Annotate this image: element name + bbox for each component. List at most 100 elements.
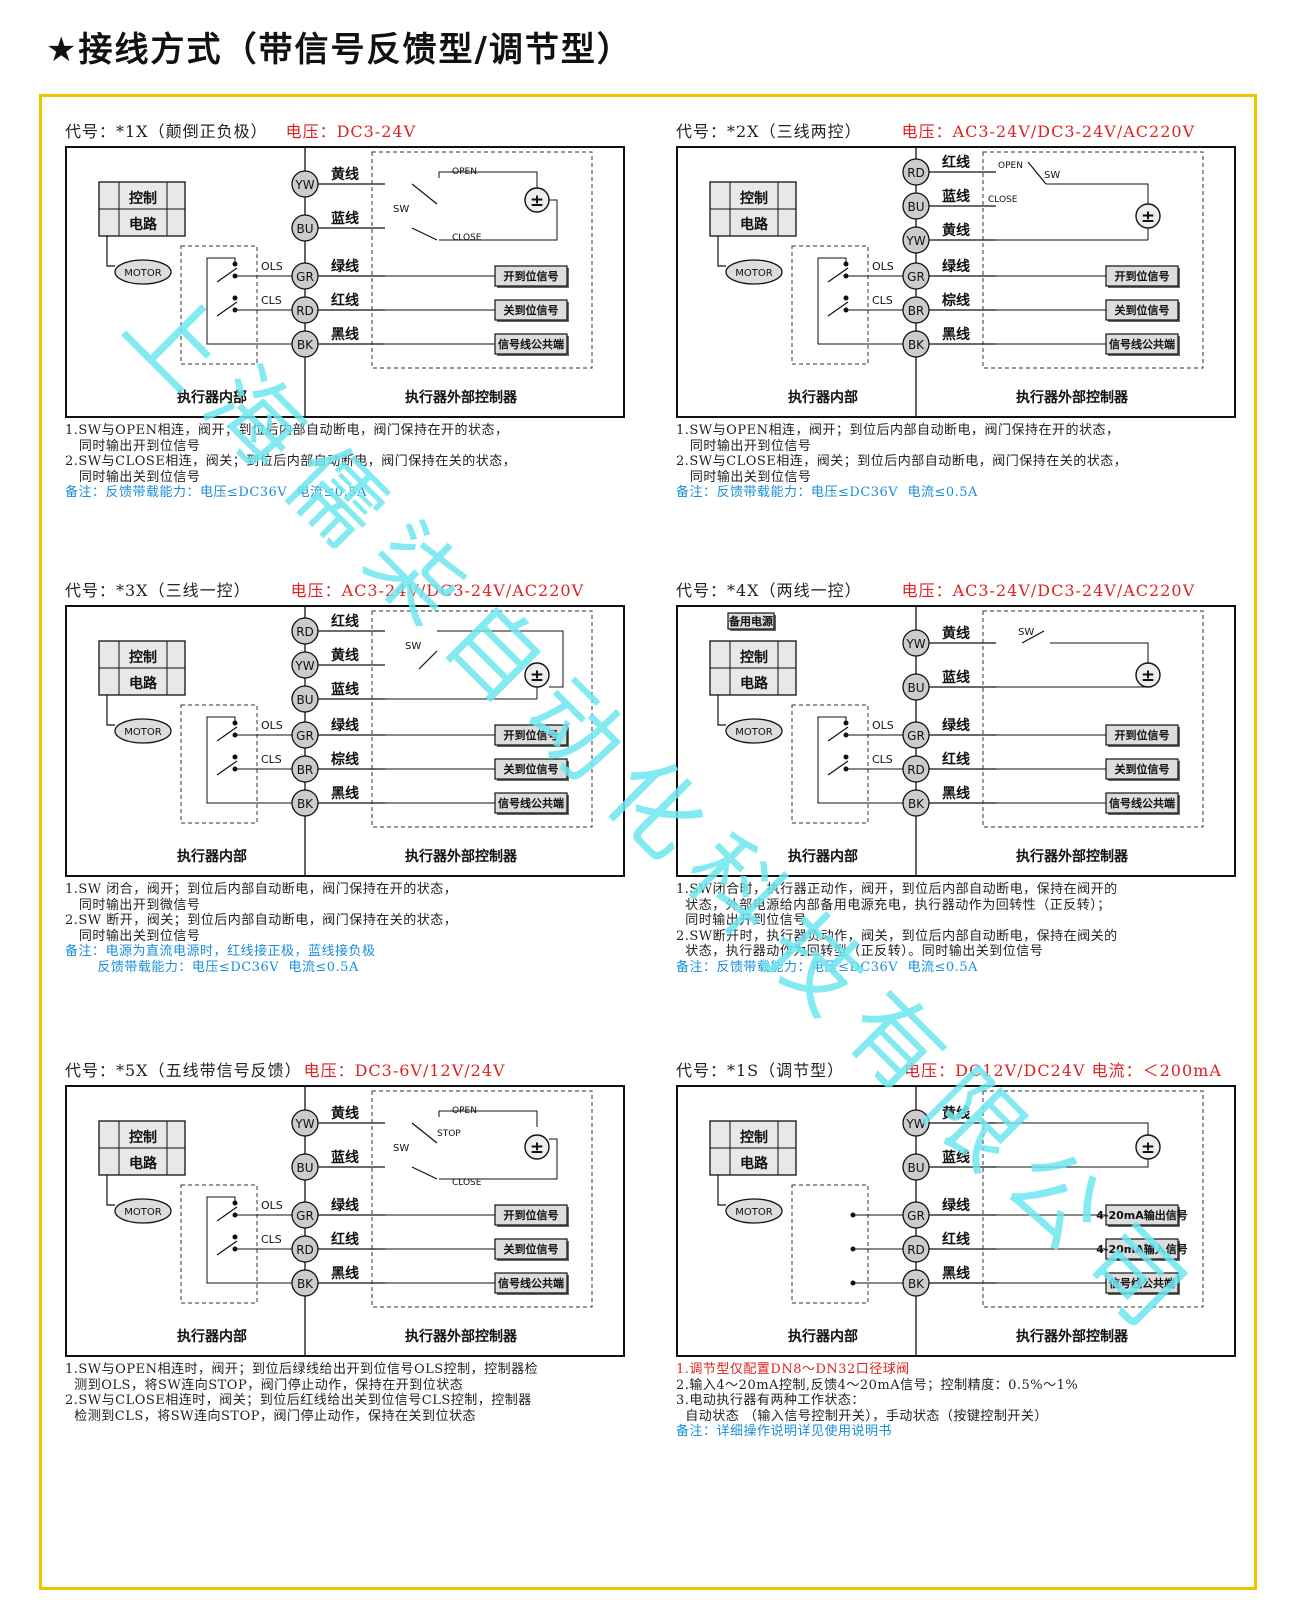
note-line: 1.调节型仅配置DN8～DN32口径球阀 xyxy=(676,1362,910,1377)
wire-color-label: 黄线 xyxy=(942,1105,970,1122)
module-label-2: 电路 xyxy=(740,675,769,692)
wire-color-label: 黑线 xyxy=(331,1265,359,1282)
signal-box-label: 开到位信号 xyxy=(1115,728,1170,742)
panel-code: 代号：*2X（三线两控） xyxy=(676,122,862,141)
power-source-icon xyxy=(524,1134,550,1160)
inside-label: 执行器内部 xyxy=(177,848,247,865)
cls-label: CLS xyxy=(872,294,893,307)
outside-label: 执行器外部控制器 xyxy=(405,848,518,865)
module-label-1: 控制 xyxy=(129,190,157,207)
signal-box-label: 信号线公共端 xyxy=(498,1276,564,1290)
stop-label: STOP xyxy=(437,1129,461,1139)
panel-title: 代号：*5X（五线带信号反馈）电压：DC3-6V/12V/24V xyxy=(65,1057,506,1081)
panel-notes: 1.SW与OPEN相连，阀开；到位后内部自动断电，阀门保持在开的状态， 同时输出… xyxy=(65,423,645,501)
sw-label: SW xyxy=(1018,627,1034,638)
signal-box xyxy=(1105,333,1179,355)
motor-label: MOTOR xyxy=(735,1207,772,1218)
signal-box-label: 关到位信号 xyxy=(1115,303,1170,317)
panel-voltage: 电压：AC3-24V/DC3-24V/AC220V xyxy=(901,122,1196,141)
signal-box xyxy=(494,1204,568,1226)
signal-box-label: 关到位信号 xyxy=(504,1242,559,1256)
inside-label: 执行器内部 xyxy=(177,389,247,406)
terminal-id: RD xyxy=(907,1243,925,1257)
power-source-symbol: ± xyxy=(1141,666,1155,686)
outside-label: 执行器外部控制器 xyxy=(1016,389,1129,406)
note-line: 状态，执行器动作为回转型（正反转）。同时输出关到位信号 xyxy=(676,944,1044,959)
motor-label: MOTOR xyxy=(735,268,772,279)
signal-box xyxy=(494,758,568,780)
note-line: 备注：详细操作说明详见使用说明书 xyxy=(676,1424,893,1439)
power-source-symbol: ± xyxy=(530,1138,544,1158)
signal-box xyxy=(494,333,568,355)
inside-label: 执行器内部 xyxy=(788,848,858,865)
wire-color-label: 黄线 xyxy=(331,1105,359,1122)
panel-voltage: 电压：AC3-24V/DC3-24V/AC220V xyxy=(901,581,1196,600)
panel-code: 代号：*4X（两线一控） xyxy=(676,581,862,600)
panel-title: 代号：*1S（调节型）电压：DC12V/DC24V 电流：＜200mA xyxy=(676,1057,1222,1081)
wire-color-label: 绿线 xyxy=(331,1197,359,1214)
panel-notes: 1.SW与OPEN相连，阀开；到位后内部自动断电，阀门保持在开的状态， 同时输出… xyxy=(676,423,1256,501)
terminal-id: YW xyxy=(905,1117,925,1131)
cls-label: CLS xyxy=(261,1233,282,1246)
note-line: 测到OLS，将SW连向STOP，阀门停止动作，保持在开到位状态 xyxy=(65,1377,464,1393)
terminal-id: BU xyxy=(296,693,313,707)
signal-box xyxy=(494,299,568,321)
panel-title: 代号：*1X（颠倒正负极）电压：DC3-24V xyxy=(65,118,416,142)
terminal-id: BU xyxy=(296,222,313,236)
panel-title: 代号：*4X（两线一控） 电压：AC3-24V/DC3-24V/AC220V xyxy=(676,577,1195,601)
signal-box xyxy=(1105,1272,1179,1294)
backup-power-box xyxy=(727,612,775,630)
note-line: 同时输出关到位信号 xyxy=(65,469,201,485)
wire-color-label: 红线 xyxy=(942,154,970,171)
module-label-1: 控制 xyxy=(740,190,768,207)
terminal-id: YW xyxy=(905,234,925,248)
motor-icon xyxy=(114,259,172,285)
terminal-id: BU xyxy=(296,1161,313,1175)
outside-label: 执行器外部控制器 xyxy=(1016,848,1129,865)
inside-label: 执行器内部 xyxy=(788,1328,858,1345)
note-line: 状态，外部电源给内部备用电源充电，执行器动作为回转性（正反转）； xyxy=(676,897,1111,913)
terminal-id: BK xyxy=(908,1277,925,1291)
note-line: 2.SW断开时，执行器负动作，阀关，到位后内部自动断电，保持在阀关的 xyxy=(676,928,1118,944)
wire-color-label: 棕线 xyxy=(330,751,359,768)
motor-icon xyxy=(725,259,783,285)
terminal-id: BK xyxy=(297,338,314,352)
note-line: 1.SW闭合时，执行器正动作，阀开，到位后内部自动断电，保持在阀开的 xyxy=(676,882,1118,897)
terminal-id: GR xyxy=(907,1209,925,1223)
module-label-2: 电路 xyxy=(129,1155,158,1172)
terminal-id: RD xyxy=(296,304,314,318)
terminal-id: BU xyxy=(907,200,924,214)
wire-color-label: 红线 xyxy=(942,751,970,768)
module-label-1: 控制 xyxy=(740,649,768,666)
terminal-id: RD xyxy=(907,763,925,777)
power-source-symbol: ± xyxy=(1141,1138,1155,1158)
sw-label: SW xyxy=(405,641,421,652)
ols-label: OLS xyxy=(261,1199,283,1212)
wire-color-label: 绿线 xyxy=(331,717,359,734)
motor-icon xyxy=(725,1198,783,1224)
backup-power-box-label: 备用电源 xyxy=(728,614,773,628)
inside-label: 执行器内部 xyxy=(788,389,858,406)
signal-box xyxy=(1105,265,1179,287)
terminal-id: BK xyxy=(297,1277,314,1291)
wire-color-label: 绿线 xyxy=(942,258,970,275)
cls-label: CLS xyxy=(261,294,282,307)
note-line: 备注：反馈带载能力：电压≤DC36V 电流≤0.5A xyxy=(676,959,978,975)
sw-label: SW xyxy=(1044,170,1060,181)
note-line: 同时输出开到微信号 xyxy=(65,897,201,913)
sw-label: SW xyxy=(393,204,409,215)
power-source-symbol: ± xyxy=(530,666,544,686)
terminal-id: BK xyxy=(297,797,314,811)
signal-box-label: 开到位信号 xyxy=(504,269,559,283)
ols-label: OLS xyxy=(261,719,283,732)
signal-box-label: 开到位信号 xyxy=(1115,269,1170,283)
signal-box-label: 信号线公共端 xyxy=(1109,1276,1175,1290)
wire-color-label: 蓝线 xyxy=(331,210,359,227)
terminal-id: GR xyxy=(907,270,925,284)
wire-color-label: 黑线 xyxy=(942,785,970,802)
terminal-id: GR xyxy=(296,729,314,743)
close-label: CLOSE xyxy=(452,233,482,243)
